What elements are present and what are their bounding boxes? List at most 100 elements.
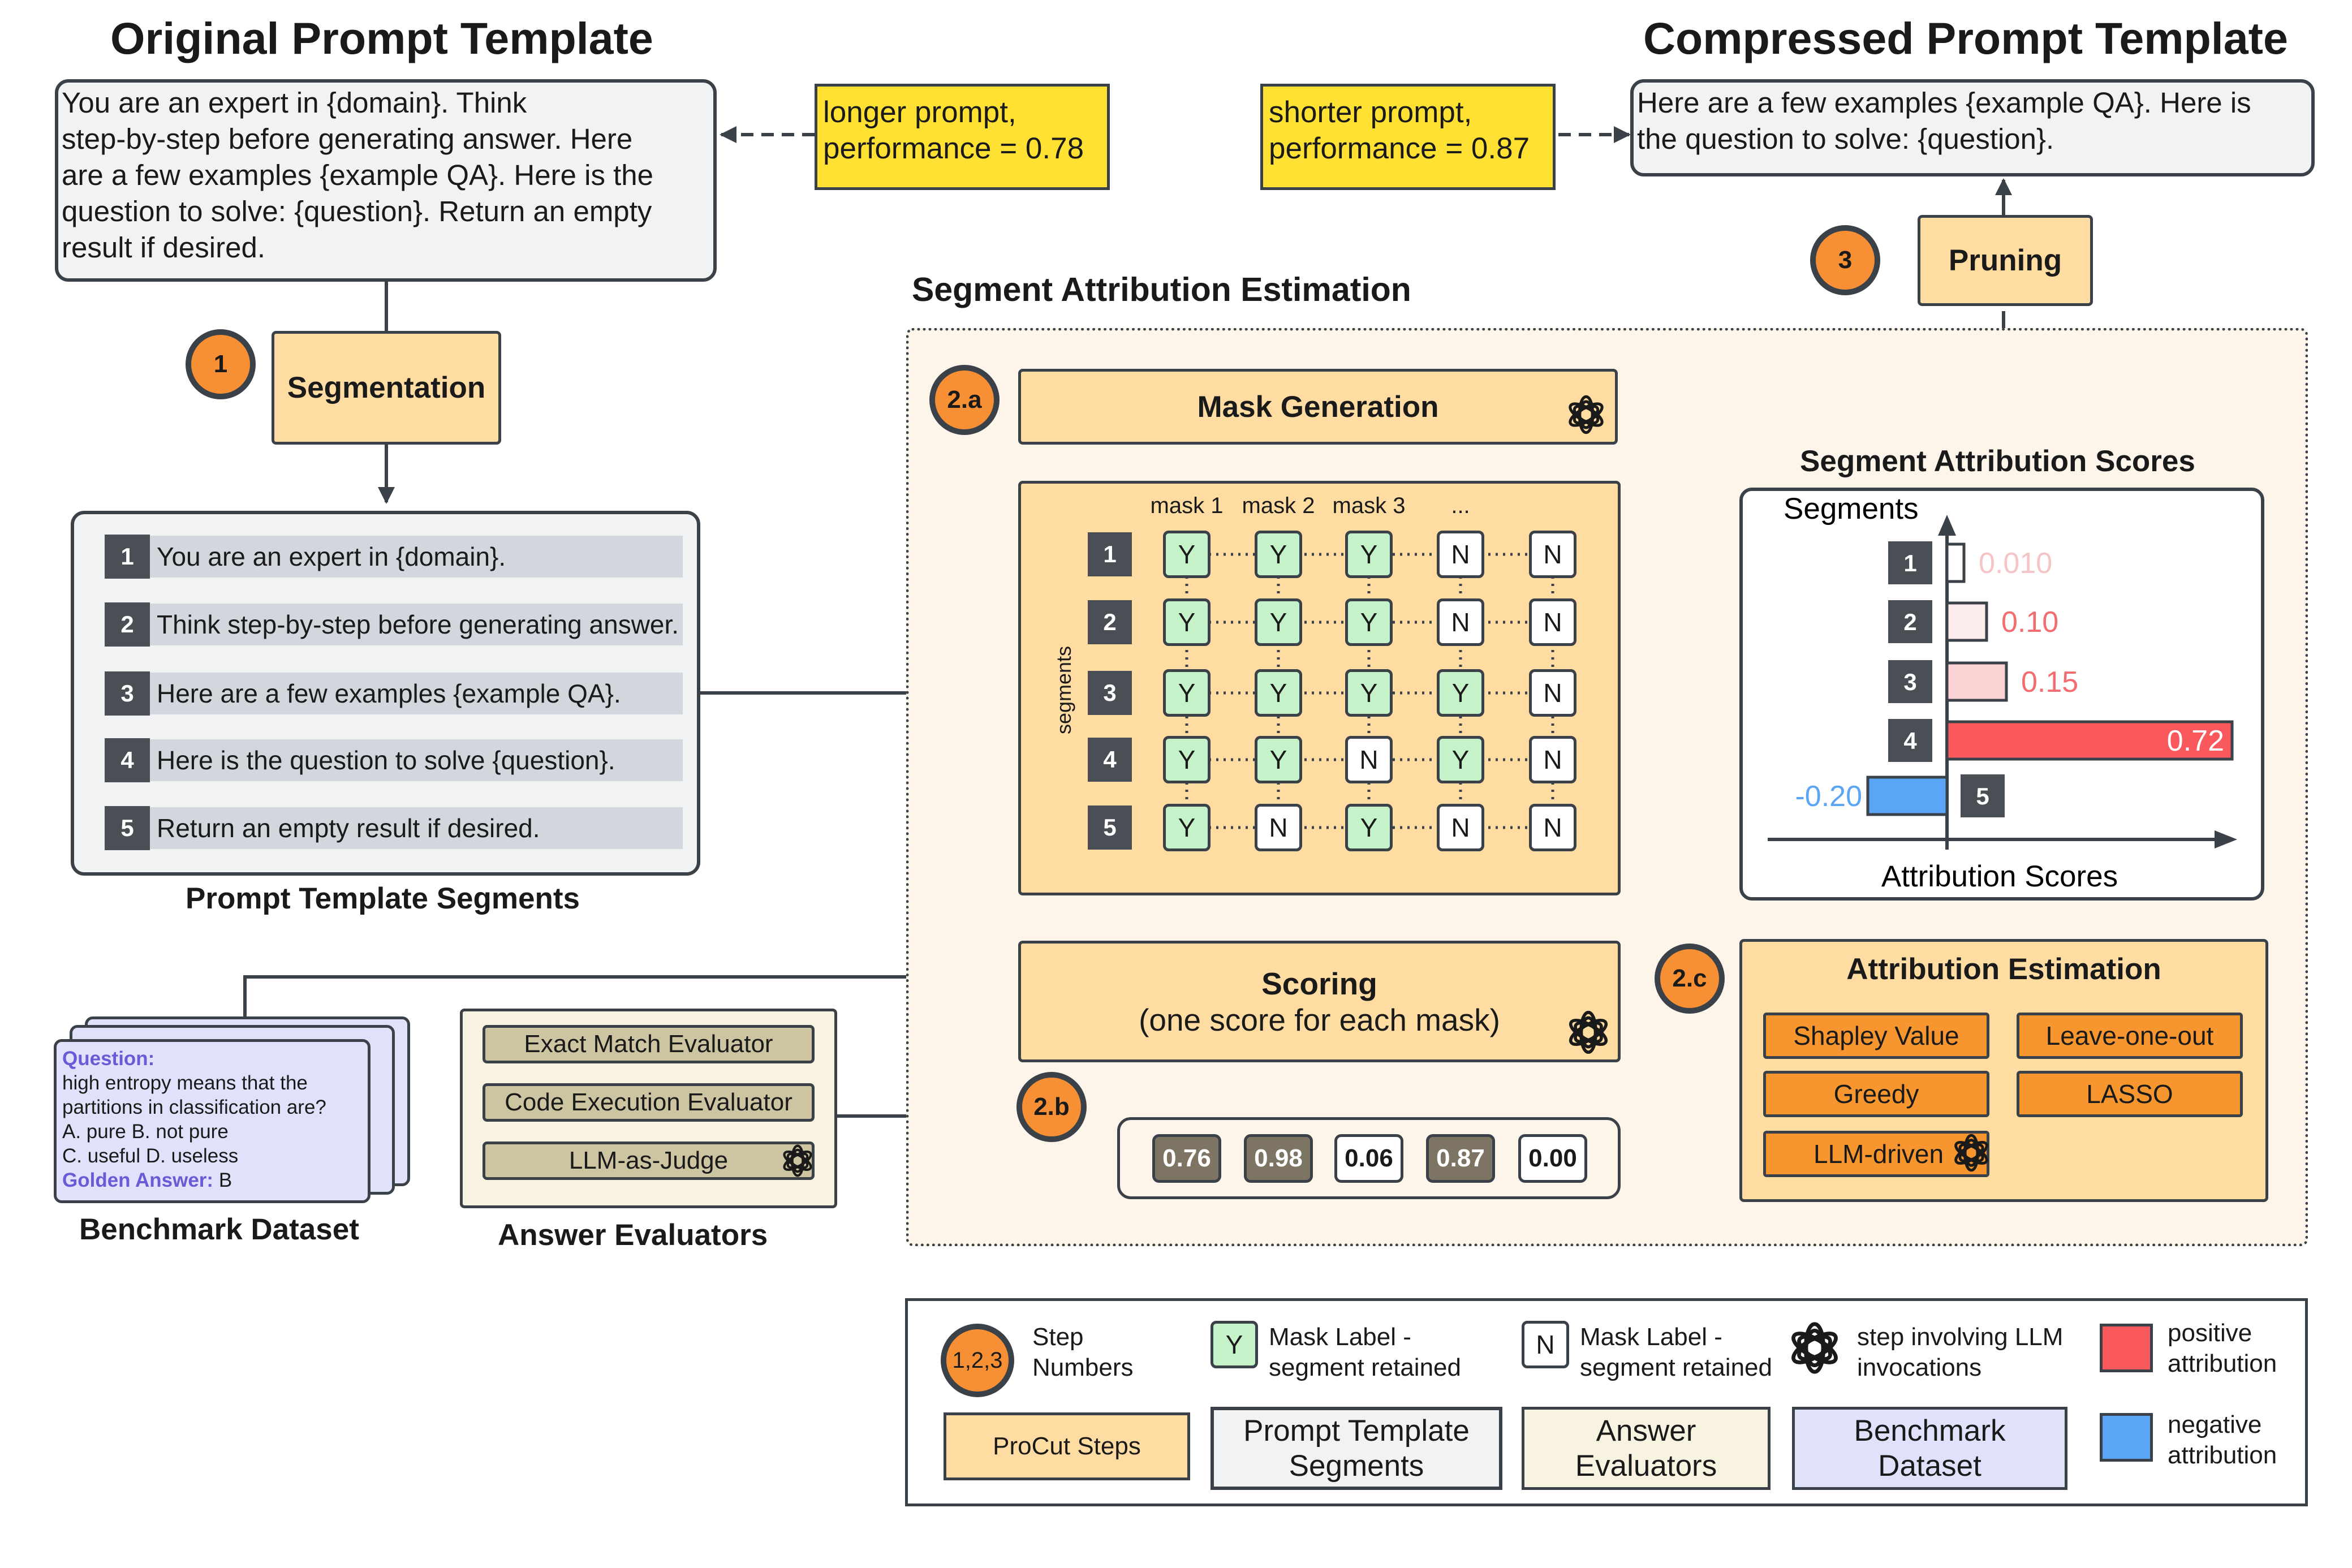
legend-step-numbers-text: Step Numbers [1032,1322,1134,1383]
legend-procut-steps: ProCut Steps [944,1412,1190,1480]
mask-generation-label: Mask Generation [1197,390,1439,424]
legend-text-line: Dataset [1878,1449,1981,1483]
attribution-bar [1945,601,1988,642]
category-label-box [1888,600,1932,643]
step-2c-circle: 2.c [1655,944,1725,1014]
mask-cell: N [1437,804,1484,851]
llm-driven-label: LLM-driven [1813,1139,1944,1169]
segment-text: You are an expert in {domain}. [150,536,683,578]
chart-xlabel: Attribution Scores [1881,860,2118,893]
mask-cell: Y [1345,804,1393,851]
attribution-chart-frame [1739,488,2264,901]
exact-match-evaluator: Exact Match Evaluator [483,1025,815,1063]
segment-text: Here is the question to solve {question}… [150,739,683,781]
legend-text-line: Answer [1596,1414,1696,1448]
llm-knot-glyph [1791,1322,1838,1374]
pruning-step: Pruning [1918,215,2093,306]
mask-cell: Y [1255,531,1302,578]
question-line: high entropy means that the [62,1072,308,1094]
mask-generation-step: Mask Generation [1018,369,1618,445]
shorter-note-line: shorter prompt, [1269,96,1472,129]
attribution-bar [1945,720,2234,761]
legend-mask-y-text: Mask Label - segment retained [1269,1322,1461,1383]
segment-number: 3 [105,671,150,716]
legend-text-line: positive [2168,1319,2252,1347]
legend-text-line: Mask Label - [1580,1323,1722,1351]
legend-text-line: Prompt Template [1243,1414,1470,1448]
category-label: 5 [1976,783,1989,809]
template-line: question to solve: {question}. Return an… [62,195,652,227]
legend-text-line: Step [1032,1323,1084,1351]
segment-number: 2 [105,602,150,647]
mask-score: 0.76 [1152,1134,1221,1183]
segment-text: Think step-by-step before generating ans… [150,604,683,645]
mask-cell: N [1529,804,1576,851]
benchmark-dataset-label: Benchmark Dataset [79,1213,359,1246]
value-label: 0.72 [2167,725,2224,757]
original-template-title: Original Prompt Template [110,13,653,63]
compressed-template-text: Here are a few examples {example QA}. He… [1634,83,2311,157]
step-2a-circle: 2.a [929,365,1000,435]
legend-answer-evaluators: Answer Evaluators [1522,1407,1771,1490]
legend-text-line: Benchmark [1854,1414,2006,1448]
template-line: result if desired. [62,231,265,264]
mask-axis-label: segments [1052,645,1075,735]
legend-prompt-segments: Prompt Template Segments [1211,1407,1502,1490]
legend-text-line: Evaluators [1575,1449,1717,1483]
mask-cell: N [1437,531,1484,578]
compressed-template-title: Compressed Prompt Template [1643,13,2288,63]
legend-llm-icon [1787,1321,1842,1378]
value-label: -0.20 [1795,780,1862,813]
legend-positive-text: positive attribution [2168,1318,2277,1379]
attribution-estimation-label: Attribution Estimation [1846,953,2161,986]
legend-text-line: attribution [2168,1441,2277,1469]
llm-knot-glyph [1954,1134,1988,1172]
sae-title: Segment Attribution Estimation [912,271,1411,308]
llm-as-judge-evaluator: LLM-as-Judge [483,1141,815,1180]
legend-positive-swatch [2100,1324,2153,1372]
template-line: You are an expert in {domain}. Think [62,87,527,119]
scoring-llm-icon [1566,1010,1611,1058]
mask-row-label: 3 [1088,671,1132,715]
category-label-box [1888,541,1932,584]
llm-knot-glyph [1569,1011,1608,1054]
shorter-note-line: performance = 0.87 [1269,132,1530,165]
value-label: 0.15 [2021,666,2078,699]
mask-column-label: ... [1451,493,1470,518]
llm-knot-glyph [783,1144,812,1177]
category-label-box [1961,774,2005,817]
mask-cell: Y [1255,736,1302,783]
prompt-segments-label: Prompt Template Segments [186,882,580,915]
mask-column-label: mask 2 [1242,493,1315,518]
segment-number: 4 [105,738,150,782]
code-execution-evaluator: Code Execution Evaluator [483,1083,815,1122]
mask-cell: N [1255,804,1302,851]
value-label: 0.10 [2001,606,2058,639]
segment-number: 5 [105,806,150,850]
mask-cell: Y [1163,736,1211,783]
segment-number: 1 [105,535,150,579]
legend-text-line: step involving LLM [1857,1323,2064,1351]
mask-row-label: 2 [1088,600,1132,644]
mask-row-label: 4 [1088,738,1132,782]
legend-text-line: Segments [1289,1449,1424,1483]
llm-as-judge-icon [781,1144,815,1181]
legend-negative-text: negative attribution [2168,1410,2277,1471]
question-label: Question: [62,1048,155,1070]
attribution-bar [1945,542,1966,583]
attribution-bar [1866,776,1949,816]
category-label: 1 [1903,550,1916,576]
category-label-box [1888,719,1932,762]
answer-evaluators-label: Answer Evaluators [498,1218,768,1252]
legend-mask-y-box: Y [1211,1321,1258,1368]
template-line: are a few examples {example QA}. Here is… [62,159,654,191]
shorter-prompt-note: shorter prompt, performance = 0.87 [1260,84,1556,190]
legend-text-line: segment retained [1580,1354,1772,1381]
compressed-template-box: Here are a few examples {example QA}. He… [1630,79,2315,176]
legend-text-line: negative [2168,1411,2262,1438]
